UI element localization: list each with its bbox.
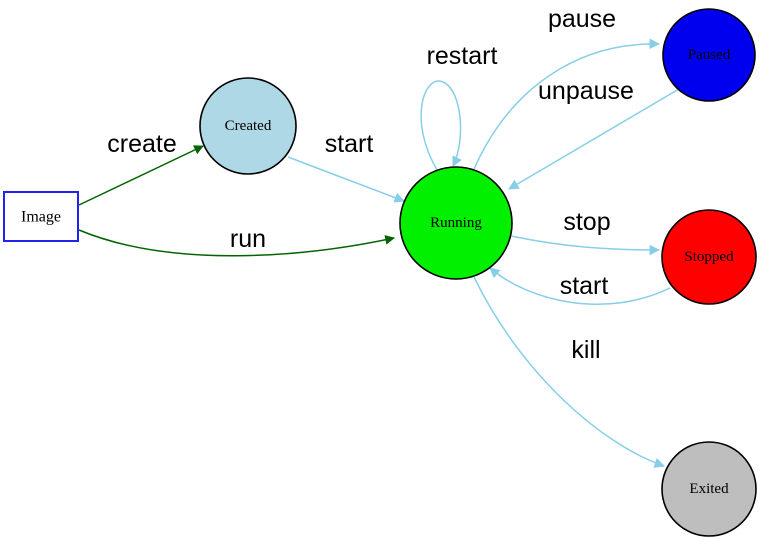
edge-label-start-stopped: start <box>560 272 609 300</box>
node-running-circle <box>399 166 513 280</box>
edge-label-kill: kill <box>571 336 600 364</box>
node-created[interactable]: Created <box>199 77 297 175</box>
node-running-label: Running <box>430 215 482 231</box>
node-image[interactable]: Image <box>3 191 79 242</box>
node-exited-circle <box>661 441 757 537</box>
edge-stop-path <box>510 235 661 256</box>
node-running[interactable]: Running <box>399 166 513 280</box>
edge-label-create: create <box>107 130 176 158</box>
node-image-rect <box>3 191 79 242</box>
edge-create-path <box>78 145 204 206</box>
edge-start-stopped-path <box>489 267 671 305</box>
nodes-layer: Image Created Running Paused Stopped Exi <box>3 8 757 537</box>
node-exited[interactable]: Exited <box>661 441 757 537</box>
node-paused[interactable]: Paused <box>662 8 756 102</box>
node-created-circle <box>199 77 297 175</box>
node-stopped[interactable]: Stopped <box>661 209 757 305</box>
edge-kill-path <box>473 276 665 468</box>
edges-layer <box>78 38 680 468</box>
edge-pause-path <box>473 38 661 170</box>
node-stopped-circle <box>661 209 757 305</box>
node-created-label: Created <box>225 118 272 134</box>
node-exited-label: Exited <box>689 481 729 497</box>
edge-label-run: run <box>230 225 266 253</box>
edge-unpause-path <box>508 88 680 190</box>
edge-label-start-created: start <box>325 130 374 158</box>
edge-label-unpause: unpause <box>538 77 634 105</box>
node-stopped-label: Stopped <box>684 249 734 265</box>
edge-restart-path <box>420 80 462 171</box>
edge-start-created-path <box>287 156 405 203</box>
edge-label-stop: stop <box>563 208 610 236</box>
node-image-label: Image <box>21 209 61 226</box>
edge-labels-layer: create run start pause unpause restart s… <box>107 5 634 364</box>
edge-label-restart: restart <box>427 42 498 70</box>
node-paused-label: Paused <box>688 47 731 63</box>
edge-label-pause: pause <box>548 5 616 33</box>
edge-run-path <box>78 229 395 257</box>
node-paused-circle <box>662 8 756 102</box>
